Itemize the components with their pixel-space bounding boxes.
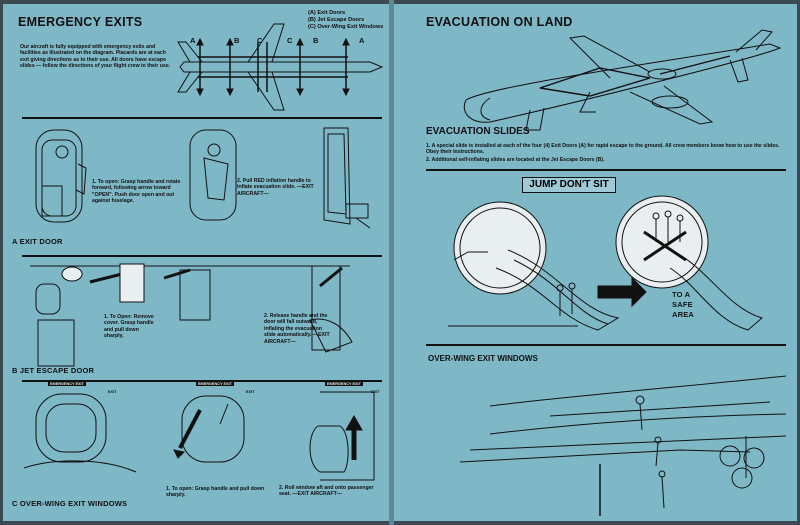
window-placard-2: EMERGENCY EXIT xyxy=(196,382,234,386)
exit-sign-1: EXIT xyxy=(108,390,117,394)
jet-door-step-2: 2. Release handle and the door will fall… xyxy=(264,313,330,345)
window-placard-3: EMERGENCY EXIT xyxy=(325,382,363,386)
diagram-letter-c-2: C xyxy=(287,36,293,45)
exit-sign-3: EXIT xyxy=(371,390,380,394)
section-b-rule xyxy=(22,255,382,257)
slides-rule xyxy=(426,169,786,171)
exit-door-step-2: 2. Pull RED inflation handle to inflate … xyxy=(237,178,314,197)
diagram-letter-b-fwd: B xyxy=(313,36,319,45)
window-placard-1: EMERGENCY EXIT xyxy=(48,382,86,386)
aircraft-exit-diagram xyxy=(177,23,384,111)
evacuation-on-land-title: EVACUATION ON LAND xyxy=(426,15,573,29)
slides-instruction-1: 1. A special slide is installed at each … xyxy=(426,143,780,156)
legend-item-c: (C) Over-Wing Exit Windows xyxy=(308,24,384,30)
safe-area-label: TO A SAFE AREA xyxy=(672,290,695,319)
exit-sign-2: EXIT xyxy=(246,390,255,394)
legend-item-a: (A) Exit Doors xyxy=(308,10,346,16)
jet-door-step-1: 1. To Open: Remove cover. Grasp handle a… xyxy=(104,314,154,340)
section-a-label: A EXIT DOOR xyxy=(12,237,63,246)
slides-instruction-2: 2. Additional self-inflating slides are … xyxy=(426,157,605,163)
window-step-1: 1. To open: Grasp handle and pull down s… xyxy=(166,486,265,499)
section-a-rule xyxy=(22,117,382,119)
diagram-letter-b-aft: B xyxy=(234,36,240,45)
over-wing-window-illustration xyxy=(23,391,375,481)
slide-demonstration-illustration xyxy=(448,195,764,331)
jump-dont-sit-banner: JUMP DON'T SIT xyxy=(522,177,616,193)
diagram-letter-a-fwd: A xyxy=(359,36,365,45)
left-panel xyxy=(3,4,389,521)
diagram-letter-c-1: C xyxy=(257,36,263,45)
exit-door-step-1: 1. To open: Grasp handle and rotate forw… xyxy=(92,179,181,205)
aircraft-slides-illustration xyxy=(463,29,782,131)
section-c-label: C OVER-WING EXIT WINDOWS xyxy=(12,499,128,508)
intro-text: Our aircraft is fully equipped with emer… xyxy=(20,44,171,70)
overwing-evacuation-illustration xyxy=(459,375,787,516)
exit-legend: (A) Exit Doors (B) Jet Escape Doors (C) … xyxy=(308,10,388,31)
evacuation-slides-title: EVACUATION SLIDES xyxy=(426,126,530,137)
legend-item-b: (B) Jet Escape Doors xyxy=(308,17,365,23)
section-c-rule xyxy=(22,380,382,382)
diagram-letter-a-aft: A xyxy=(190,36,196,45)
exit-door-illustration xyxy=(35,127,371,229)
fold-line xyxy=(389,0,394,525)
window-step-2: 2. Roll window aft and onto passenger se… xyxy=(279,485,374,498)
jet-escape-door-illustration xyxy=(30,263,353,367)
overwing-rule xyxy=(426,344,786,346)
emergency-exits-title: EMERGENCY EXITS xyxy=(18,15,143,29)
section-b-label: B JET ESCAPE DOOR xyxy=(12,366,95,375)
overwing-exits-title: OVER-WING EXIT WINDOWS xyxy=(428,354,538,363)
